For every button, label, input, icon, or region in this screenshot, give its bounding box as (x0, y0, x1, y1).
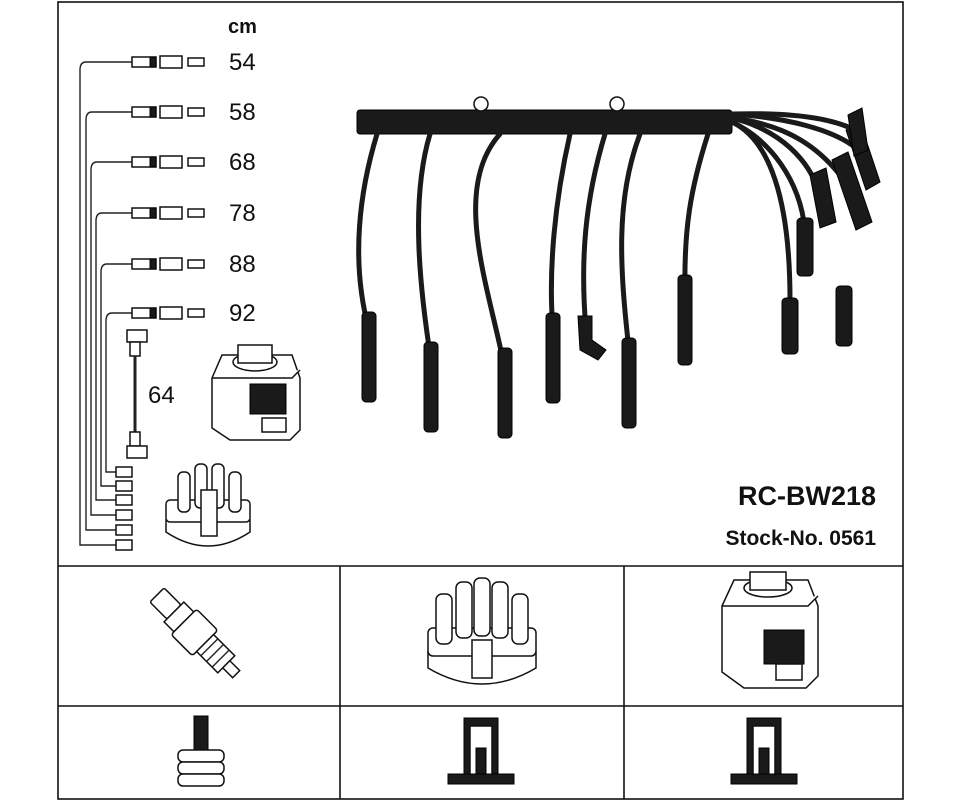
terminal-type-coil-icon (730, 717, 798, 785)
cable-length-list: 54 58 68 78 88 92 (79, 49, 256, 551)
spark-plug-icon (149, 587, 241, 679)
length-58: 58 (229, 99, 256, 126)
model-number: RC-BW218 (738, 481, 876, 511)
coil-lead: 64 (126, 329, 175, 459)
cable-92 (131, 306, 205, 320)
terminal-type-cap-icon (447, 717, 515, 785)
ignition-coil-icon (211, 344, 301, 441)
cable-78 (131, 206, 205, 220)
stock-number: Stock-No. 0561 (725, 527, 876, 550)
cable-58 (131, 105, 205, 119)
cable-68 (131, 155, 205, 169)
cable-88 (131, 257, 205, 271)
terminal-stack (115, 466, 133, 551)
length-92: 92 (229, 300, 256, 327)
cable-54 (131, 55, 205, 69)
sheet-frame (57, 1, 904, 800)
ignition-coil-large-icon (721, 571, 819, 689)
distributor-cap-large-icon (427, 577, 537, 685)
distributor-cap-icon (165, 463, 251, 547)
length-78: 78 (229, 200, 256, 227)
length-68: 68 (229, 149, 256, 176)
length-88: 88 (229, 251, 256, 278)
wire-loom-illustration (356, 96, 881, 439)
terminal-type-plug-icon (177, 715, 225, 787)
unit-label: cm (228, 16, 257, 38)
coil-lead-length: 64 (148, 382, 175, 409)
length-54: 54 (229, 49, 256, 76)
